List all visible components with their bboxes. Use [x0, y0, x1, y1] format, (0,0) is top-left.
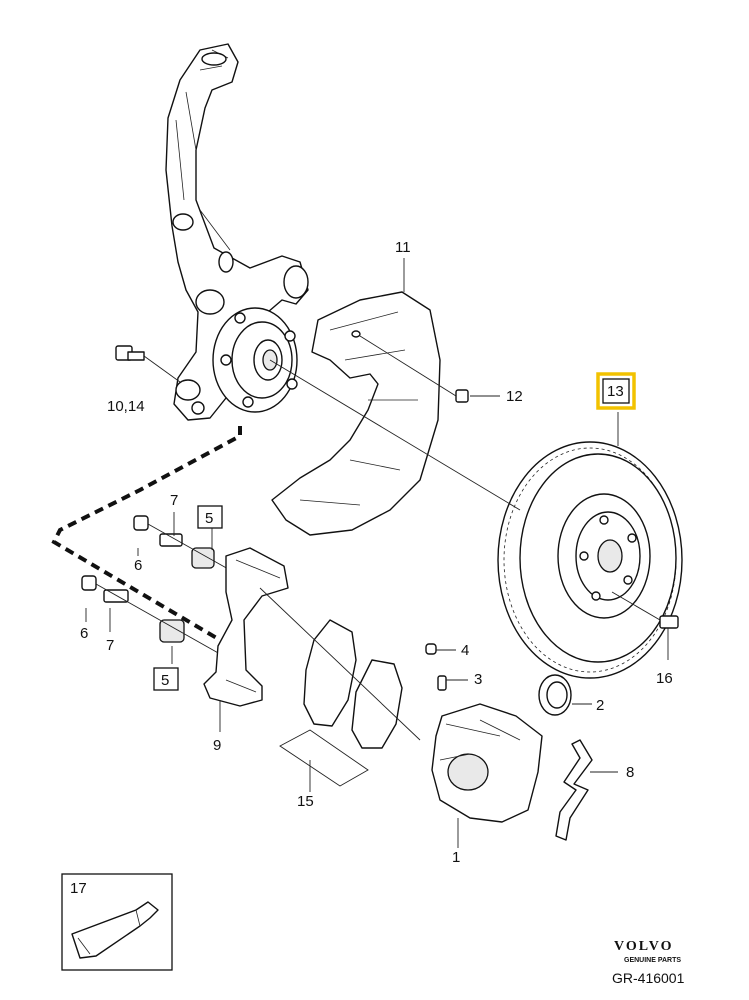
callout-3: 3 — [474, 671, 482, 688]
callouts: 1 2 3 4 5 5 6 6 7 7 8 9 10,14 11 12 13 1… — [80, 239, 673, 866]
callout-6a: 6 — [134, 557, 142, 574]
brand-name: VOLVO — [614, 939, 674, 954]
brake-disc — [497, 441, 683, 679]
callout-5b: 5 — [161, 672, 169, 689]
reference-number: GR-416001 — [612, 970, 685, 986]
guide-pin-upper — [133, 515, 231, 571]
wheel-hub — [212, 307, 298, 413]
callout-box-5a — [197, 505, 223, 529]
callout-13: 13 — [607, 383, 624, 400]
callout-11: 11 — [395, 239, 411, 256]
callout-box-5b — [153, 667, 179, 691]
callout-7a: 7 — [170, 492, 178, 509]
anti-rattle-spring — [555, 739, 618, 841]
brand-tagline: GENUINE PARTS — [624, 957, 681, 964]
callout-box-13 — [602, 378, 630, 404]
callout-8: 8 — [626, 764, 634, 781]
dust-cap — [425, 643, 456, 655]
splash-guard — [271, 291, 441, 536]
callout-10-14: 10,14 — [107, 398, 145, 415]
volvo-logo: VOLVO GENUINE PARTS — [614, 939, 681, 964]
callout-17: 17 — [70, 880, 87, 897]
callout-6b: 6 — [80, 625, 88, 642]
callout-9: 9 — [213, 737, 221, 754]
callout-4: 4 — [461, 642, 469, 659]
callout-15: 15 — [297, 793, 314, 810]
piston-seal — [538, 674, 592, 716]
callout-5a: 5 — [205, 510, 213, 527]
bleeder-nipple — [437, 675, 468, 691]
brake-pads — [303, 619, 403, 749]
shield-bolt — [359, 335, 500, 403]
disc-bolt — [659, 615, 679, 660]
grease-tube-icon — [71, 901, 159, 959]
callout-1: 1 — [452, 849, 460, 866]
guide-pin-lower — [81, 575, 221, 655]
knuckle-bolt — [115, 345, 181, 383]
callout-2: 2 — [596, 697, 604, 714]
callout-16: 16 — [656, 670, 673, 687]
brake-caliper — [431, 703, 543, 823]
callout-12: 12 — [506, 388, 523, 405]
steering-knuckle — [165, 43, 309, 421]
grease-tube-box: 17 — [61, 873, 173, 971]
callout-7b: 7 — [106, 637, 114, 654]
caliper-carrier — [203, 547, 289, 707]
